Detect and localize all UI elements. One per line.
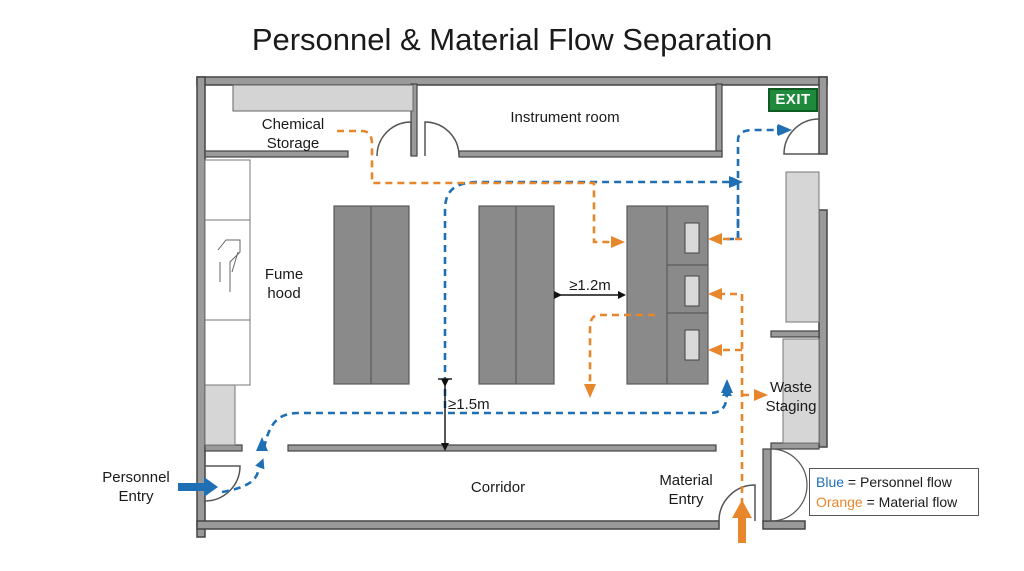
wall-left <box>196 76 206 538</box>
wall-instrument-bottom <box>458 150 723 158</box>
diagram-title: Personnel & Material Flow Separation <box>251 22 773 57</box>
doors <box>204 118 820 522</box>
material-arrowhead-4 <box>708 344 722 356</box>
exit-sign: EXIT <box>768 88 818 112</box>
door-personnel <box>204 465 241 502</box>
wall-bottom <box>196 520 720 530</box>
personnel-entry-arrow <box>178 477 218 497</box>
material-flow-entry <box>718 292 744 505</box>
fume-hood-unit <box>204 159 251 446</box>
door-material <box>718 484 756 522</box>
right-counter <box>785 171 820 323</box>
personnel-flow-entry <box>221 458 265 494</box>
personnel-arrowhead-1 <box>256 437 268 451</box>
aisle-width-label: ≥1.2m <box>569 277 611 294</box>
material-arrowhead-6 <box>584 384 596 398</box>
material-flow-storage <box>337 129 615 244</box>
personnel-arrowhead-3 <box>729 176 743 188</box>
wall-instrument-left <box>410 83 418 157</box>
door-instrument-left <box>376 121 412 157</box>
personnel-arrowhead-4 <box>778 124 792 136</box>
wall-instrument-right <box>715 83 723 157</box>
wall-top <box>196 76 828 86</box>
material-flow-return <box>588 313 655 385</box>
material-arrowhead-2 <box>708 233 722 245</box>
personnel-arrowhead-2 <box>721 379 733 393</box>
legend-personnel: Blue = Personnel flow <box>816 472 978 492</box>
personnel-flow-aisle <box>443 177 742 408</box>
personnel-flow-exit <box>715 125 787 241</box>
material-entry-arrow <box>732 500 752 543</box>
door-exit <box>783 118 820 155</box>
wall-waste-bottom <box>770 442 820 450</box>
corridor-label: Corridor <box>470 479 526 496</box>
waste-counter <box>782 338 820 444</box>
material-arrowhead-3 <box>708 288 722 300</box>
wall-corridor <box>287 444 717 452</box>
wall-material-entry-right <box>762 448 772 522</box>
wall-bottom-right <box>762 520 806 530</box>
wall-corridor-left <box>204 444 243 452</box>
legend: Blue = Personnel flow Orange = Material … <box>809 468 979 516</box>
benches <box>333 205 709 385</box>
door-instrument-right <box>424 121 460 157</box>
bench-equipment <box>684 222 700 361</box>
wall-chemical-storage <box>204 150 349 158</box>
door-waste <box>770 448 808 522</box>
material-arrowhead-1 <box>611 236 625 248</box>
wall-right-lower <box>818 209 828 448</box>
legend-blue-text: = Personnel flow <box>844 474 952 490</box>
chemical-shelf <box>232 84 414 112</box>
inner-walls <box>204 83 820 522</box>
corridor-clearance-label: ≥1.5m <box>448 396 490 413</box>
wall-waste-top <box>770 330 820 338</box>
legend-orange-word: Orange <box>816 494 863 510</box>
personnel-flow-lines <box>221 125 787 494</box>
wall-right-upper <box>818 76 828 155</box>
material-arrowhead-5 <box>754 389 768 401</box>
legend-orange-text: = Material flow <box>862 494 958 510</box>
legend-material: Orange = Material flow <box>816 492 978 512</box>
legend-blue-word: Blue <box>816 474 845 490</box>
instrument-room-label: Instrument room <box>510 109 620 126</box>
